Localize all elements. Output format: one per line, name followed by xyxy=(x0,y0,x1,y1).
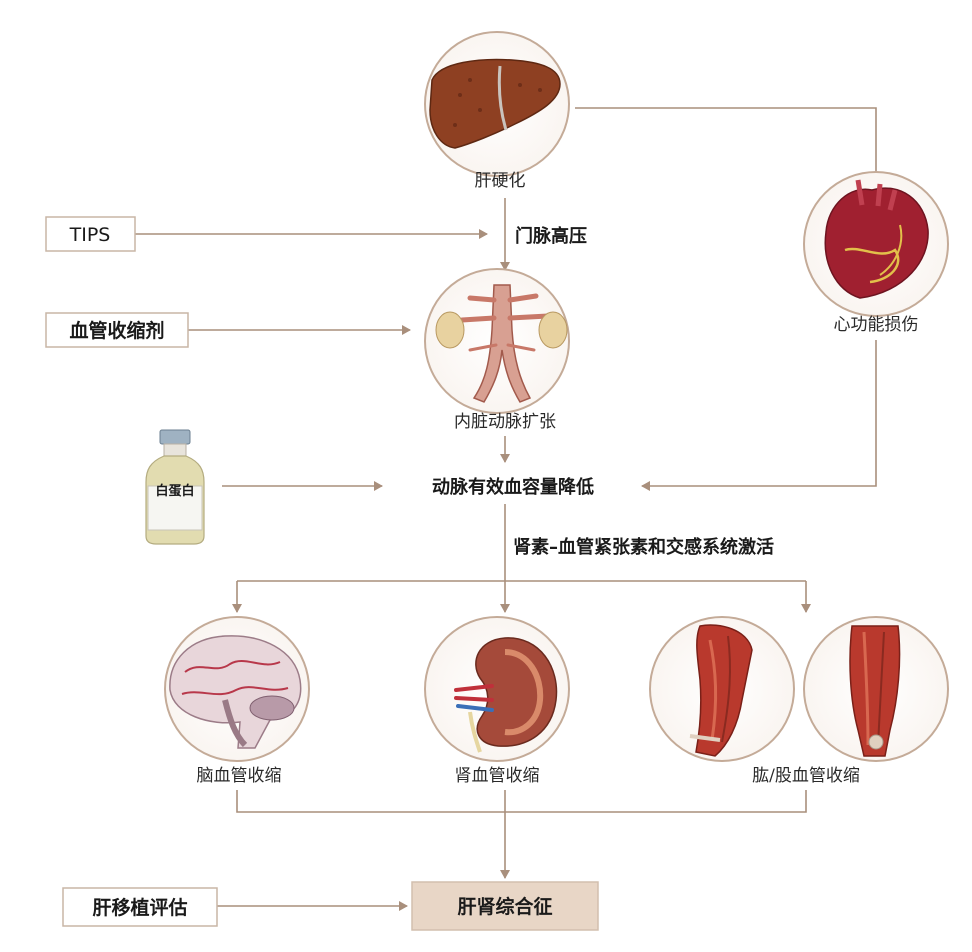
merge-line xyxy=(236,790,807,813)
cirrhosis-label: 肝硬化 xyxy=(475,171,526,191)
heart-icon xyxy=(824,179,929,299)
leg-node xyxy=(803,616,949,762)
vasoconstrictor-label: 血管收缩剂 xyxy=(69,319,164,342)
limb-vasoconstriction-label: 肱/股血管收缩 xyxy=(752,766,860,786)
arm-node xyxy=(649,616,795,762)
portal-hypertension-label: 门脉高压 xyxy=(515,225,587,247)
tips-box: TIPS xyxy=(45,216,136,252)
cirrhosis-to-heart-line xyxy=(575,107,877,178)
vasoconstrictor-box: 血管收缩剂 xyxy=(45,312,189,348)
cardiac-to-volume-arrow xyxy=(641,340,877,491)
hrs-box: 肝肾综合征 xyxy=(411,881,599,931)
volume-drop-label: 动脉有效血容量降低 xyxy=(432,476,594,498)
transplant-label: 肝移植评估 xyxy=(92,896,187,919)
leg-muscle-icon xyxy=(849,625,901,757)
liver-icon xyxy=(429,58,561,149)
brain-node xyxy=(164,616,310,762)
heart-node xyxy=(803,171,949,317)
aorta-icon xyxy=(435,284,568,403)
vial-icon xyxy=(145,429,205,545)
albumin-label: 白蛋白 xyxy=(155,483,194,499)
aorta-node xyxy=(424,268,570,414)
splanchnic-dilation-label: 内脏动脉扩张 xyxy=(454,412,556,432)
hrs-label: 肝肾综合征 xyxy=(457,895,552,918)
cerebral-vasoconstriction-label: 脑血管收缩 xyxy=(197,766,282,786)
kidney-icon xyxy=(454,637,558,753)
arm-muscle-icon xyxy=(689,624,753,757)
cardiac-injury-label: 心功能损伤 xyxy=(834,315,919,335)
kidney-node xyxy=(424,616,570,762)
albumin-vial: 白蛋白 xyxy=(145,429,205,545)
brain-icon xyxy=(169,635,302,749)
connectors xyxy=(135,107,877,911)
raas-label: 肾素–血管紧张素和交感系统激活 xyxy=(513,536,774,558)
tips-label: TIPS xyxy=(69,224,111,246)
liver-node xyxy=(424,31,570,177)
renal-vasoconstriction-label: 肾血管收缩 xyxy=(455,766,540,786)
transplant-box: 肝移植评估 xyxy=(62,887,218,927)
